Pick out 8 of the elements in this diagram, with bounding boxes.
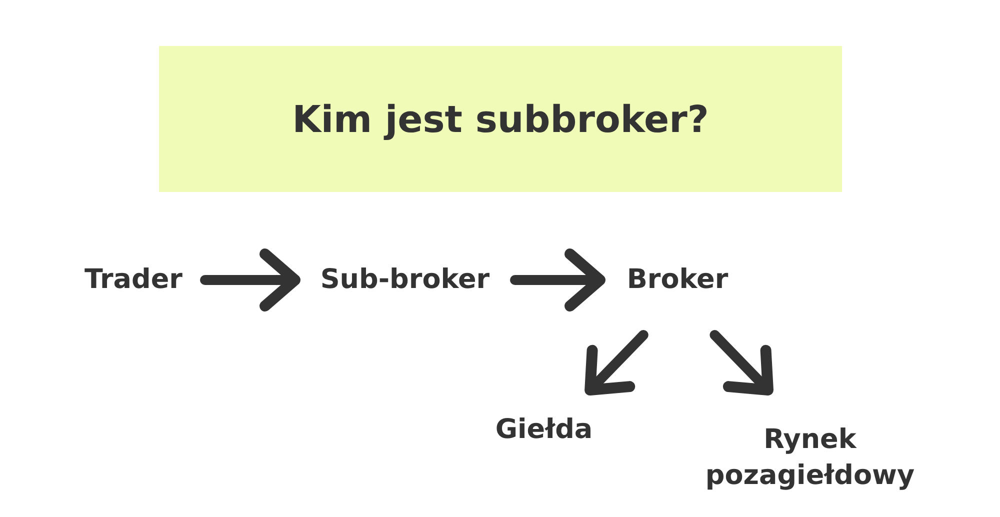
node-label: Giełda: [495, 413, 593, 447]
node-label: Sub-broker: [320, 263, 490, 297]
arrow: [200, 248, 300, 312]
node-label: Broker: [626, 263, 728, 297]
node-label: Rynek pozagiełdowy: [704, 423, 916, 493]
title: Kim jest subbroker?: [292, 98, 709, 140]
arrow: [510, 248, 606, 312]
node-label: Trader: [84, 263, 182, 297]
